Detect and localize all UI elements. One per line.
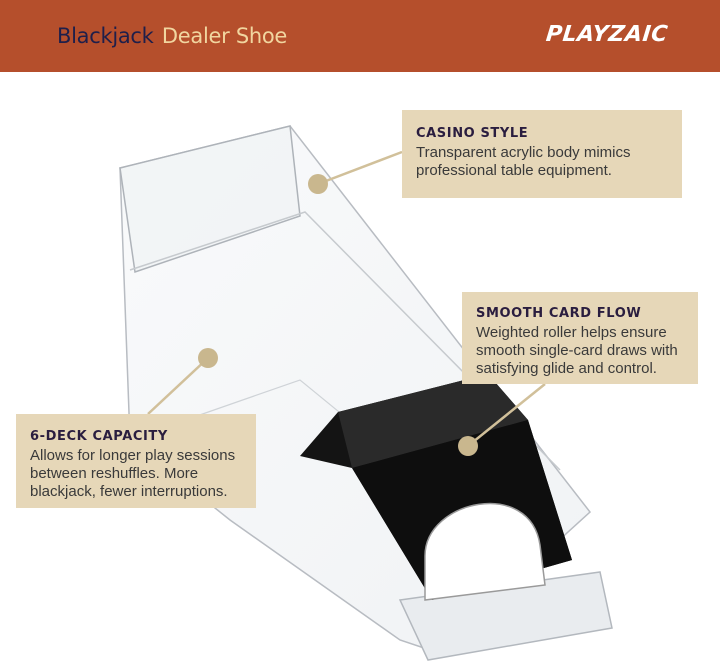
callout-deck-capacity: 6-DECK CAPACITY Allows for longer play s… (16, 414, 256, 508)
leader-deck (147, 357, 209, 415)
leader-flow (467, 383, 546, 447)
leader-casino (317, 150, 403, 186)
brand-logo: PLAYZAIC (544, 22, 670, 47)
callout-body: Weighted roller helps ensure smooth sing… (476, 324, 678, 377)
title-part-2: Dealer Shoe (161, 24, 288, 48)
dealer-shoe-image (119, 125, 613, 661)
callout-heading: CASINO STYLE (416, 126, 529, 141)
header-banner: Blackjack Dealer Shoe PLAYZAIC (0, 0, 720, 72)
title-part-1: Blackjack (57, 24, 154, 48)
callout-heading: 6-DECK CAPACITY (30, 429, 168, 444)
marker-deck (198, 348, 218, 368)
callout-body: Allows for longer play sessions between … (30, 447, 236, 500)
marker-flow (458, 436, 478, 456)
callout-body: Transparent acrylic body mimics professi… (416, 144, 631, 179)
callout-heading: SMOOTH CARD FLOW (476, 306, 642, 321)
shoe-top-panel (119, 125, 301, 274)
finger-cutout (424, 502, 546, 601)
page-title: Blackjack Dealer Shoe (57, 24, 287, 48)
callout-casino-style: CASINO STYLE Transparent acrylic body mi… (402, 110, 682, 198)
callout-smooth-card-flow: SMOOTH CARD FLOW Weighted roller helps e… (462, 292, 698, 384)
marker-casino (308, 174, 328, 194)
